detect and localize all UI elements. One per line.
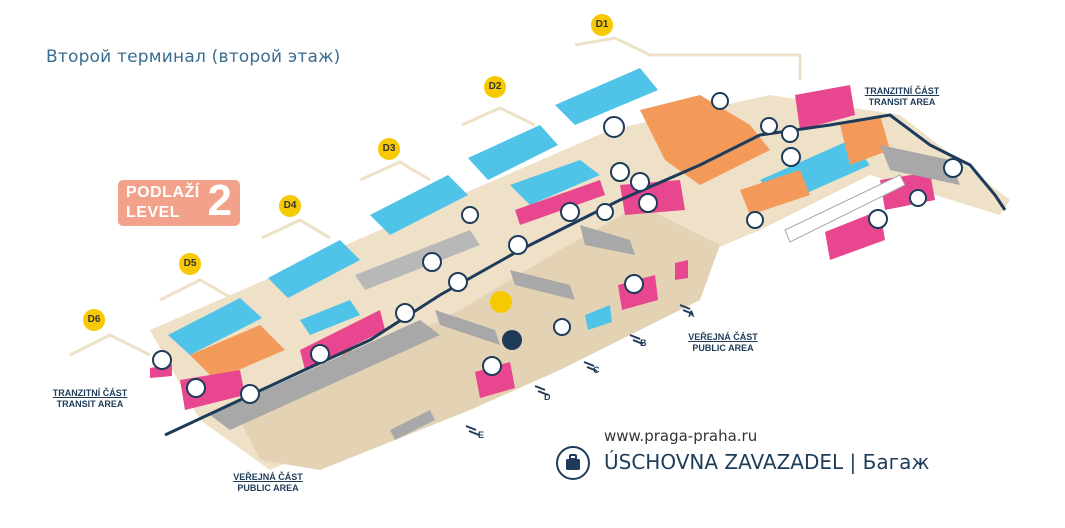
exit-label-c: C xyxy=(593,365,600,375)
exit-arrows xyxy=(465,304,694,436)
exit-label-d: D xyxy=(544,392,551,402)
wheelchair-icon xyxy=(240,384,260,404)
transit-area-left-cz: TRANZITNÍ ČÁST xyxy=(52,388,128,398)
transit-area-left-label: TRANZITNÍ ČÁST TRANSIT AREA xyxy=(40,388,140,410)
transit-area-right-en: TRANSIT AREA xyxy=(868,97,936,107)
transit-area-left-en: TRANSIT AREA xyxy=(56,399,124,409)
eye-icon xyxy=(422,252,442,272)
wheelchair-icon xyxy=(781,147,801,167)
page-title: Второй терминал (второй этаж) xyxy=(46,47,341,67)
gate-marker-d2: D2 xyxy=(484,76,506,98)
public-area-bottom-en: PUBLIC AREA xyxy=(237,483,299,493)
level-badge-en: LEVEL xyxy=(126,204,181,221)
lift-icon xyxy=(596,203,614,221)
corridors xyxy=(210,145,960,440)
gate-marker-d6: D6 xyxy=(83,309,105,331)
plane-icon xyxy=(310,344,330,364)
phone-icon xyxy=(448,272,468,292)
arrivals-icon xyxy=(868,209,888,229)
gate-marker-d4: D4 xyxy=(279,195,301,217)
plane-icon xyxy=(482,356,502,376)
coffee-icon xyxy=(395,303,415,323)
public-area-bottom-label: VEŘEJNÁ ČÁST PUBLIC AREA xyxy=(218,472,318,494)
public-area-bottom-cz: VEŘEJNÁ ČÁST xyxy=(233,472,303,482)
escalator-icon xyxy=(508,235,528,255)
gate-marker-d1: D1 xyxy=(591,14,613,36)
family-icon xyxy=(603,116,625,138)
public-area-mid-en: PUBLIC AREA xyxy=(692,343,754,353)
gate-marker-d3: D3 xyxy=(378,138,400,160)
lift-icon xyxy=(746,211,764,229)
plane-icon xyxy=(560,202,580,222)
luggage-icon xyxy=(610,162,630,182)
info-icon xyxy=(502,330,522,350)
luggage-icon xyxy=(630,172,650,192)
exit-label-e: E xyxy=(478,430,485,440)
gate-marker-d5: D5 xyxy=(179,253,201,275)
phone-icon xyxy=(781,125,799,143)
level-badge-cz: PODLAŽÍ xyxy=(126,184,200,201)
transit-area-right-label: TRANZITNÍ ČÁST TRANSIT AREA xyxy=(852,86,952,108)
service-pictograms xyxy=(152,92,963,404)
legend-luggage-text: ÚSCHOVNA ZAVAZADEL | Багаж xyxy=(604,450,930,474)
no-smoking-icon xyxy=(943,158,963,178)
wheelchair-icon xyxy=(638,193,658,213)
plane-icon xyxy=(624,274,644,294)
website-link[interactable]: www.praga-praha.ru xyxy=(604,427,758,445)
arrivals-plane-icon xyxy=(490,291,512,313)
lift-icon xyxy=(760,117,778,135)
tv-icon xyxy=(461,206,479,224)
lift-icon xyxy=(711,92,729,110)
transit-area-right-cz: TRANZITNÍ ČÁST xyxy=(864,86,940,96)
lift-icon xyxy=(553,318,571,336)
luggage-icon-graphic xyxy=(566,454,580,470)
level-badge-number: 2 xyxy=(207,176,232,225)
exit-label-a: A xyxy=(688,309,695,319)
arrivals-icon xyxy=(152,350,172,370)
exit-label-b: B xyxy=(640,338,647,348)
jet-bridges xyxy=(69,36,802,357)
public-area-mid-label: VEŘEJNÁ ČÁST PUBLIC AREA xyxy=(673,332,773,354)
tv-icon xyxy=(909,189,927,207)
luggage-icon xyxy=(556,446,590,480)
family-icon xyxy=(186,378,206,398)
public-area-mid-cz: VEŘEJNÁ ČÁST xyxy=(688,332,758,342)
level-badge: PODLAŽÍ LEVEL 2 xyxy=(118,176,240,226)
